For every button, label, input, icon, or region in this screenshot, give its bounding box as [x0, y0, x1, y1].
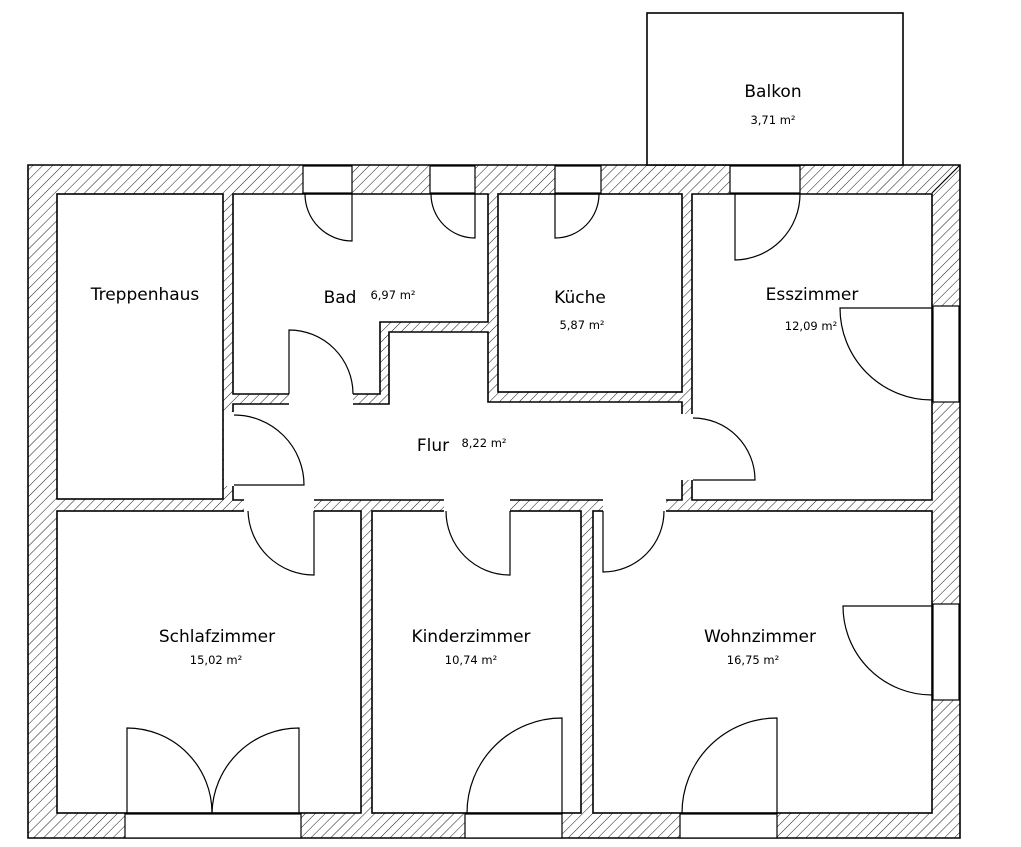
label-treppenhaus: Treppenhaus	[90, 285, 200, 305]
label-esszimmer: Esszimmer	[766, 285, 859, 305]
area-kinderzimmer: 10,74 m²	[445, 653, 497, 667]
area-bad: 6,97 m²	[370, 288, 415, 302]
room-schlafzimmer	[56, 510, 362, 814]
area-schlafzimmer: 15,02 m²	[190, 653, 242, 667]
label-kinderzimmer: Kinderzimmer	[411, 627, 530, 647]
label-bad: Bad	[324, 288, 357, 308]
label-flur: Flur	[417, 436, 449, 456]
label-wohnzimmer: Wohnzimmer	[704, 627, 816, 647]
room-esszimmer	[691, 193, 933, 501]
area-kueche: 5,87 m²	[559, 318, 604, 332]
room-flur	[232, 331, 683, 501]
room-balkon	[646, 12, 904, 166]
room-treppenhaus	[56, 193, 224, 500]
area-flur: 8,22 m²	[461, 436, 506, 450]
area-esszimmer: 12,09 m²	[785, 319, 837, 333]
room-wohnzimmer	[592, 510, 933, 814]
room-kinderzimmer	[371, 510, 582, 814]
area-wohnzimmer: 16,75 m²	[727, 653, 779, 667]
doors	[126, 193, 933, 814]
room-kueche	[497, 193, 683, 393]
room-bad	[232, 193, 489, 395]
label-balkon: Balkon	[744, 82, 801, 102]
area-balkon: 3,71 m²	[750, 113, 795, 127]
labels: Balkon 3,71 m² Treppenhaus Bad 6,97 m² K…	[90, 82, 859, 667]
windows	[124, 165, 960, 839]
label-schlafzimmer: Schlafzimmer	[159, 627, 275, 647]
corner-line	[931, 164, 961, 194]
door-openings	[224, 393, 693, 512]
label-kueche: Küche	[554, 288, 606, 308]
